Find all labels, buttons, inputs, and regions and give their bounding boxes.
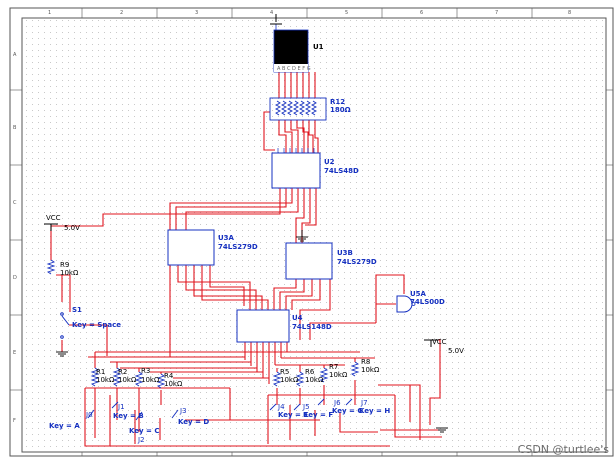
nand-part: 74LS00D bbox=[410, 298, 445, 306]
r2-ref: R2 bbox=[118, 368, 128, 376]
top-ruler bbox=[81, 8, 533, 456]
j2-ref: J2 bbox=[138, 436, 145, 444]
vcc-left-value: 5.0V bbox=[64, 224, 80, 232]
ruler-top-3: 3 bbox=[195, 10, 199, 16]
ruler-side-c: C bbox=[13, 200, 17, 206]
ruler-side-f: F bbox=[13, 418, 16, 424]
j4-key: Key = E bbox=[278, 411, 309, 419]
vcc-right-name: VCC bbox=[432, 338, 447, 346]
ruler-side-b: B bbox=[13, 125, 17, 131]
r1-ref: R1 bbox=[96, 368, 106, 376]
vcc-left-name: VCC bbox=[46, 214, 61, 222]
latch-b-ref: U3B bbox=[337, 249, 353, 257]
vcc-right-value: 5.0V bbox=[448, 347, 464, 355]
ruler-top-1: 1 bbox=[48, 10, 52, 16]
r5-value: 10kΩ bbox=[280, 376, 299, 384]
r3-ref: R3 bbox=[141, 367, 151, 375]
j5-key: Key = F bbox=[303, 411, 334, 419]
key-switches[interactable] bbox=[87, 398, 353, 421]
r7-value: 10kΩ bbox=[329, 371, 348, 379]
resistor-pack-value: 180Ω bbox=[330, 106, 351, 114]
s1-ref: S1 bbox=[72, 306, 82, 314]
wire-net bbox=[50, 72, 442, 447]
j3-ref: J3 bbox=[180, 407, 187, 415]
resistor-pack[interactable] bbox=[269, 97, 327, 121]
r2-value: 10kΩ bbox=[118, 376, 137, 384]
sheet-border bbox=[9, 7, 614, 457]
decoder-chip[interactable] bbox=[271, 152, 321, 189]
decoder-pins bbox=[277, 148, 315, 153]
r6-value: 10kΩ bbox=[305, 376, 324, 384]
ground-s1 bbox=[56, 351, 68, 357]
j0-ref: J0 bbox=[86, 411, 93, 419]
j7-ref: J7 bbox=[361, 399, 368, 407]
j5-ref: J5 bbox=[303, 403, 310, 411]
r8-value: 10kΩ bbox=[361, 366, 380, 374]
ruler-top-6: 6 bbox=[420, 10, 424, 16]
ruler-side-e: E bbox=[13, 350, 17, 356]
latch-b-part: 74LS279D bbox=[337, 258, 377, 266]
nand-bubble bbox=[411, 302, 416, 306]
display-ref: U1 bbox=[313, 43, 324, 51]
j2-key: Key = C bbox=[129, 427, 160, 435]
encoder-part: 74LS148D bbox=[292, 323, 332, 331]
r9-ref: R9 bbox=[60, 261, 70, 269]
nand-gate[interactable] bbox=[396, 295, 413, 313]
pullup-resistors[interactable] bbox=[90, 361, 360, 389]
nand-ref: U5A bbox=[410, 290, 426, 298]
j6-key: Key = G bbox=[332, 407, 364, 415]
j6-ref: J6 bbox=[334, 399, 341, 407]
latch-a-chip[interactable] bbox=[167, 229, 215, 266]
j0-key: Key = A bbox=[49, 422, 80, 430]
encoder-chip[interactable] bbox=[236, 309, 290, 343]
j7-key: Key = H bbox=[359, 407, 391, 415]
ruler-top-8: 8 bbox=[568, 10, 572, 16]
encoder-ref: U4 bbox=[292, 314, 303, 322]
r4-ref: R4 bbox=[164, 372, 174, 380]
decoder-part: 74LS48D bbox=[324, 167, 359, 175]
j1-key: Key = B bbox=[113, 412, 144, 420]
r5-ref: R5 bbox=[280, 368, 290, 376]
r7-ref: R7 bbox=[329, 363, 339, 371]
s1-key: Key = Space bbox=[72, 321, 122, 329]
latch-b-chip[interactable] bbox=[285, 242, 333, 280]
side-ruler bbox=[10, 89, 613, 391]
ground-symbol bbox=[296, 230, 308, 242]
decoder-ref: U2 bbox=[324, 158, 335, 166]
ground-right bbox=[436, 427, 448, 433]
j3-key: Key = D bbox=[178, 418, 210, 426]
latch-a-ref: U3A bbox=[218, 234, 234, 242]
r1-value: 10kΩ bbox=[96, 376, 115, 384]
r9-value: 10kΩ bbox=[60, 269, 79, 277]
ruler-top-5: 5 bbox=[345, 10, 349, 16]
r6-ref: R6 bbox=[305, 368, 315, 376]
r4-value: 10kΩ bbox=[164, 380, 183, 388]
latch-a-part: 74LS279D bbox=[218, 243, 258, 251]
j4-ref: J4 bbox=[278, 403, 285, 411]
ruler-top-2: 2 bbox=[120, 10, 124, 16]
watermark-text: CSDN @turtlee's bbox=[517, 443, 609, 456]
ruler-side-a: A bbox=[13, 52, 17, 58]
r8-ref: R8 bbox=[361, 358, 371, 366]
r3-value: 10kΩ bbox=[141, 376, 160, 384]
vcc-left-symbol bbox=[44, 223, 58, 231]
j1-ref: J1 bbox=[118, 403, 125, 411]
ruler-top-4: 4 bbox=[270, 10, 274, 16]
resistor-r9[interactable] bbox=[46, 259, 56, 275]
ruler-top-7: 7 bbox=[495, 10, 499, 16]
display-pins-label: ABCDEFG bbox=[277, 66, 313, 72]
vcc-right-symbol bbox=[424, 339, 438, 347]
resistor-pack-ref: R12 bbox=[330, 98, 346, 106]
seven-segment-display[interactable] bbox=[270, 14, 309, 73]
switch-s1[interactable] bbox=[60, 312, 70, 339]
ruler-side-d: D bbox=[13, 275, 17, 281]
